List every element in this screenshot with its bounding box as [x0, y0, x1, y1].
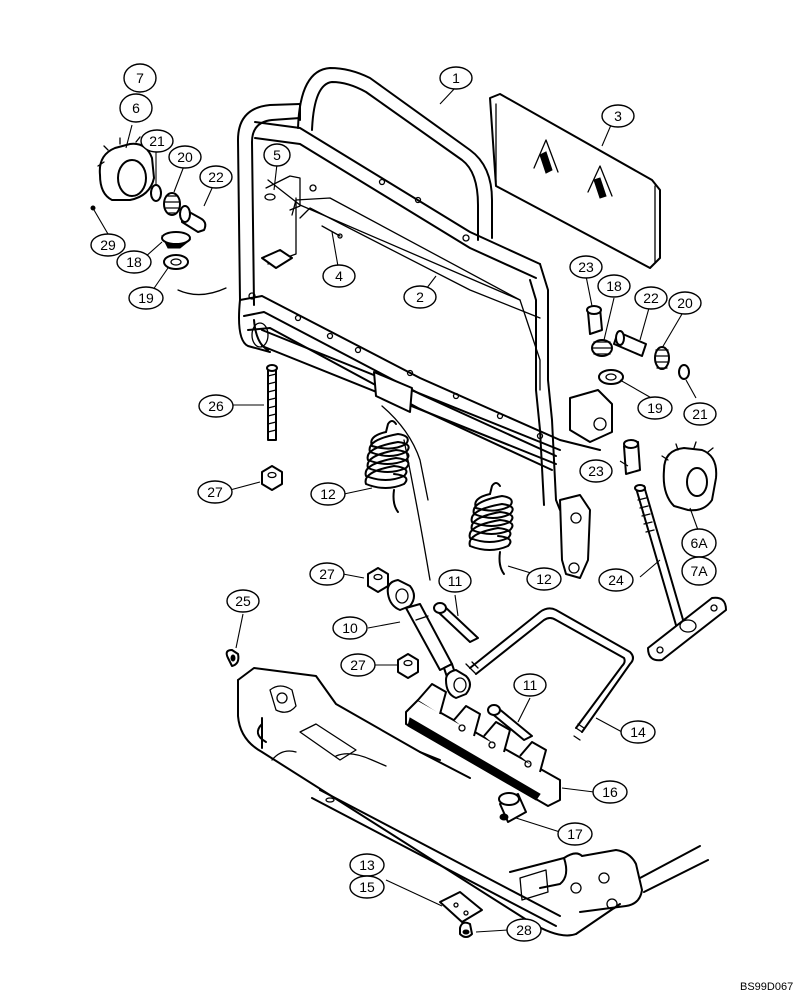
svg-text:19: 19 [647, 400, 663, 416]
svg-text:6: 6 [132, 100, 140, 116]
part-left-knob-assembly [90, 136, 227, 296]
callout-7: 7 [123, 63, 157, 93]
callout-27-middle: 27 [309, 562, 345, 586]
callout-25: 25 [226, 589, 260, 613]
svg-text:22: 22 [643, 290, 659, 306]
svg-text:14: 14 [630, 724, 646, 740]
svg-text:12: 12 [320, 486, 336, 502]
leader-lines [93, 86, 699, 933]
svg-text:29: 29 [100, 237, 116, 253]
part-clip [225, 649, 240, 667]
svg-text:20: 20 [177, 149, 193, 165]
callout-6: 6 [119, 93, 153, 123]
callout-1: 1 [439, 66, 473, 90]
callout-10: 10 [332, 616, 368, 640]
callout-17: 17 [557, 822, 593, 846]
svg-text:12: 12 [536, 571, 552, 587]
part-pivot-bracket [405, 683, 561, 807]
figure-reference-code: BS99D067 [740, 981, 793, 993]
svg-text:21: 21 [692, 406, 708, 422]
svg-text:11: 11 [448, 573, 463, 589]
callout-21-left: 21 [140, 129, 174, 153]
svg-text:28: 28 [516, 922, 532, 938]
svg-text:22: 22 [208, 169, 224, 185]
callout-15: 15 [349, 875, 385, 899]
svg-text:27: 27 [350, 657, 366, 673]
svg-text:18: 18 [126, 254, 142, 270]
svg-text:15: 15 [359, 879, 375, 895]
callout-28: 28 [506, 918, 542, 942]
callout-12-left: 12 [310, 482, 346, 506]
callout-22-right: 22 [634, 286, 668, 310]
svg-text:6A: 6A [690, 535, 708, 551]
part-bushing [498, 792, 527, 823]
callout-7a: 7A [681, 556, 717, 586]
svg-text:19: 19 [138, 290, 154, 306]
part-springs [364, 420, 514, 581]
part-bolts [433, 602, 533, 741]
part-right-knob-assembly [586, 305, 718, 512]
svg-text:7A: 7A [690, 563, 708, 579]
part-u-bolt [465, 607, 634, 741]
callout-20-right: 20 [668, 291, 702, 315]
svg-text:16: 16 [602, 784, 618, 800]
callout-18-left: 18 [116, 250, 152, 274]
svg-text:17: 17 [567, 826, 583, 842]
callout-20-left: 20 [168, 145, 202, 169]
svg-text:13: 13 [359, 857, 375, 873]
svg-text:20: 20 [677, 295, 693, 311]
callout-4: 4 [322, 264, 356, 288]
svg-text:27: 27 [207, 484, 223, 500]
svg-text:26: 26 [208, 398, 224, 414]
callout-23-upper: 23 [569, 255, 603, 279]
part-shock-absorber [386, 579, 471, 699]
svg-text:5: 5 [273, 147, 281, 163]
part-lower-rail [299, 207, 541, 319]
callout-23-lower: 23 [579, 459, 613, 483]
callout-27-upper: 27 [197, 480, 233, 504]
svg-text:23: 23 [588, 463, 604, 479]
part-nuts [261, 465, 419, 679]
svg-text:2: 2 [416, 289, 424, 305]
callout-22-left: 22 [199, 165, 233, 189]
svg-text:27: 27 [319, 566, 335, 582]
callout-29: 29 [90, 233, 126, 257]
callout-2: 2 [403, 285, 437, 309]
callout-11-upper: 11 [438, 569, 472, 593]
svg-text:3: 3 [614, 108, 622, 124]
callout-21-right: 21 [683, 402, 717, 426]
part-rod-and-latch [261, 175, 343, 269]
svg-text:1: 1 [452, 70, 460, 86]
callout-24: 24 [598, 568, 634, 592]
svg-text:25: 25 [235, 593, 251, 609]
callout-16: 16 [592, 780, 628, 804]
svg-text:4: 4 [335, 268, 343, 284]
callout-14: 14 [620, 720, 656, 744]
callout-3: 3 [601, 104, 635, 128]
callout-19-right: 19 [637, 396, 673, 420]
svg-text:11: 11 [523, 677, 538, 693]
svg-text:10: 10 [342, 620, 358, 636]
part-seat-base [237, 667, 709, 938]
callout-27-lower: 27 [340, 653, 376, 677]
svg-text:18: 18 [606, 278, 622, 294]
callout-6a: 6A [681, 528, 717, 558]
callout-13: 13 [349, 853, 385, 877]
svg-text:21: 21 [149, 133, 165, 149]
svg-text:7: 7 [136, 70, 144, 86]
callout-12-right: 12 [526, 567, 562, 591]
callout-5: 5 [263, 143, 291, 167]
part-threaded-stud [266, 364, 278, 441]
svg-text:24: 24 [608, 572, 624, 588]
callout-11-lower: 11 [513, 673, 547, 697]
part-tension-rod [634, 484, 727, 662]
callout-26: 26 [198, 394, 234, 418]
part-backrest-plate [489, 93, 661, 269]
callout-18-right: 18 [597, 274, 631, 298]
callout-19-left: 19 [128, 286, 164, 310]
svg-text:23: 23 [578, 259, 594, 275]
